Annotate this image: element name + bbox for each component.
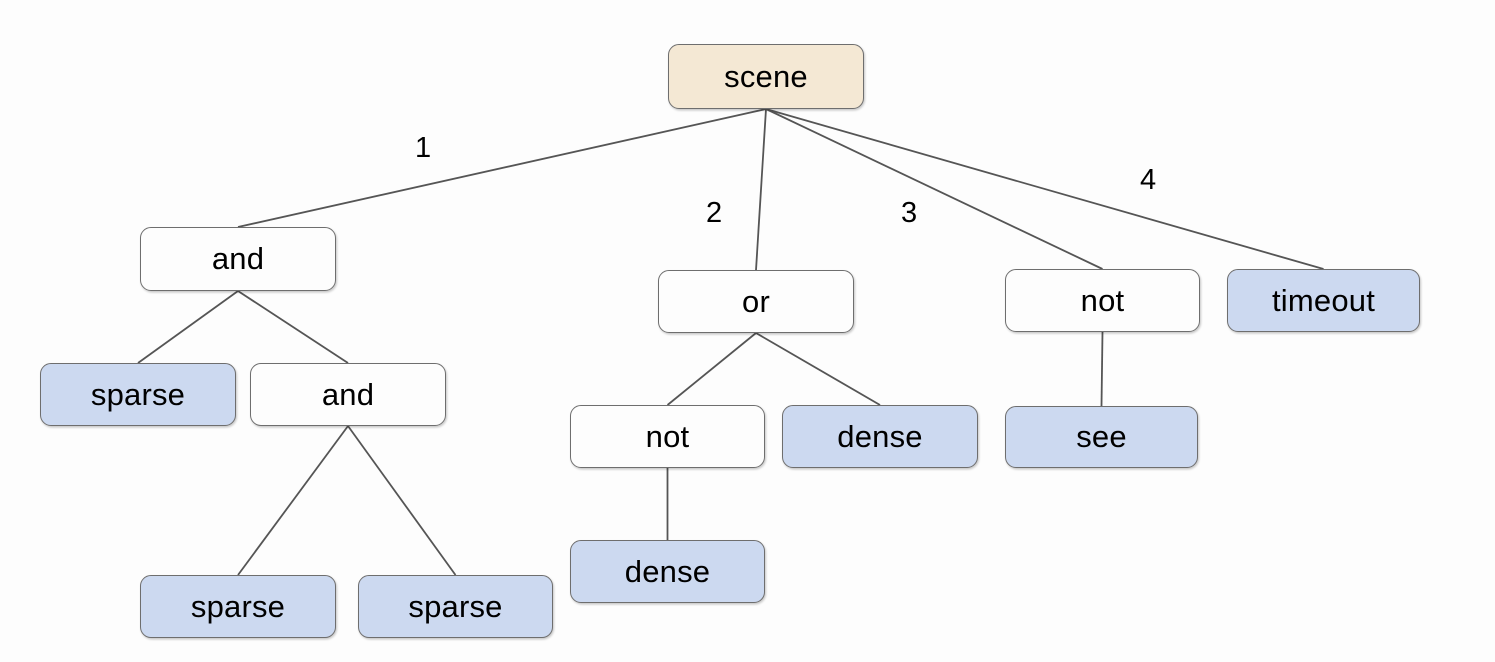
node-label: and [211, 241, 265, 276]
node-sparse3[interactable]: sparse [358, 575, 553, 638]
edge-label-1: 1 [415, 132, 432, 164]
edge-scene-to-and1 [237, 108, 767, 228]
node-label: scene [724, 58, 808, 94]
node-label: or [742, 283, 770, 319]
node-sparse2[interactable]: sparse [140, 575, 336, 638]
node-see1[interactable]: see [1005, 406, 1198, 468]
edge-and1-to-sparse1 [137, 290, 239, 364]
node-timeout1[interactable]: timeout [1227, 269, 1420, 332]
edge-scene-to-not2 [765, 108, 1103, 270]
node-scene[interactable]: scene [668, 44, 864, 109]
node-label: sparse [408, 588, 503, 624]
edge-and1-to-and2 [237, 290, 349, 364]
edge-and2-to-sparse3 [347, 425, 457, 576]
node-label: timeout [1271, 282, 1376, 318]
node-not2[interactable]: not [1005, 269, 1200, 332]
node-and1[interactable]: and [140, 227, 336, 291]
edge-label-3: 3 [901, 197, 918, 229]
node-not1[interactable]: not [570, 405, 765, 468]
edge-and2-to-sparse2 [237, 425, 349, 576]
node-label: dense [837, 418, 923, 454]
node-sparse1[interactable]: sparse [40, 363, 236, 426]
node-label: and [321, 376, 375, 412]
node-label: not [1080, 282, 1125, 318]
edge-not2-to-see1 [1100, 331, 1104, 407]
edge-label-2: 2 [706, 197, 723, 229]
node-label: not [645, 418, 690, 454]
node-label: see [1076, 419, 1127, 454]
edge-scene-to-timeout1 [765, 108, 1324, 270]
edge-or1-to-dense1 [755, 332, 881, 406]
node-and2[interactable]: and [250, 363, 446, 426]
edge-or1-to-not1 [666, 332, 757, 406]
node-dense2[interactable]: dense [570, 540, 765, 603]
edge-label-4: 4 [1140, 164, 1157, 196]
node-label: sparse [90, 376, 186, 412]
edge-scene-to-or1 [755, 108, 767, 271]
node-label: sparse [190, 588, 286, 624]
node-dense1[interactable]: dense [782, 405, 978, 468]
node-or1[interactable]: or [658, 270, 854, 333]
node-label: dense [624, 553, 711, 589]
